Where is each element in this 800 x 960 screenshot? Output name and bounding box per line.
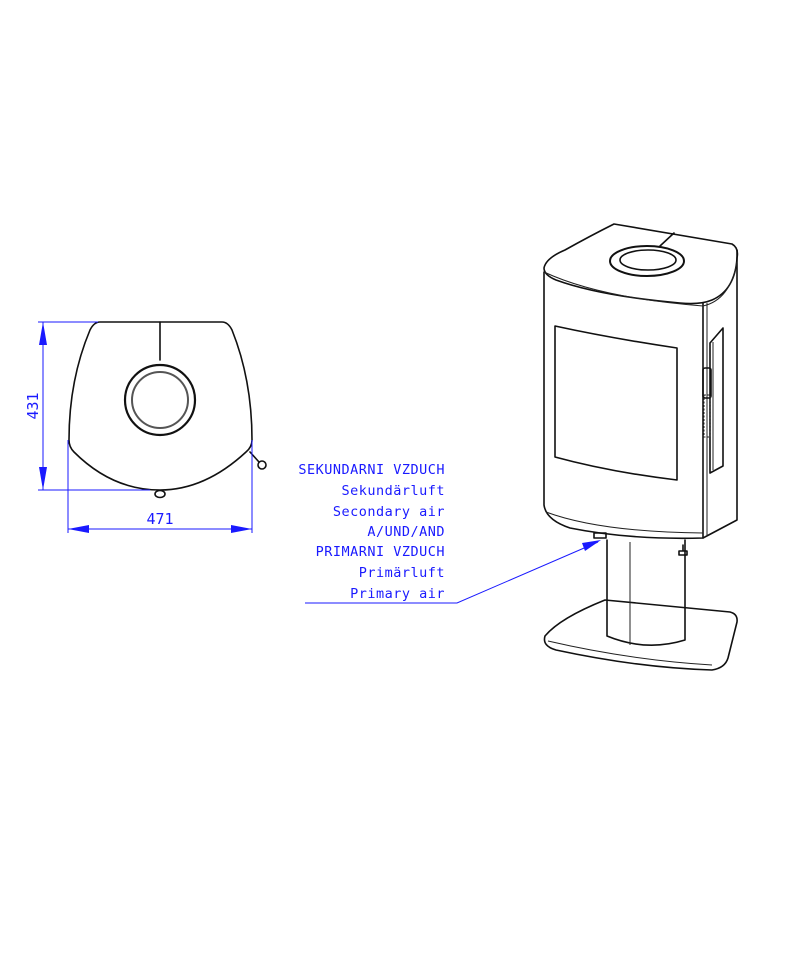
label-line: SEKUNDARNI VZDUCH — [298, 462, 445, 478]
flue-collar-inner — [131, 371, 189, 429]
label-line: PRIMARNI VZDUCH — [316, 544, 445, 560]
leader-line — [305, 541, 599, 604]
stove-body — [543, 249, 738, 540]
arrow-right-icon — [231, 525, 252, 533]
label-line: Secondary air — [333, 504, 445, 520]
arrow-left-icon — [68, 525, 89, 533]
plan-bottom-knob — [154, 489, 166, 499]
door-glass — [554, 325, 678, 481]
stove-top — [543, 223, 739, 305]
side-window — [709, 327, 724, 474]
leader-arrow-icon — [582, 540, 601, 551]
air-control-lever — [593, 532, 607, 539]
flue-collar-outer — [123, 363, 197, 437]
width-value: 471 — [146, 510, 173, 528]
dimension-width: 471 — [67, 440, 253, 533]
label-line: Primärluft — [359, 565, 445, 581]
air-labels: SEKUNDARNI VZDUCH Sekundärluft Secondary… — [298, 462, 601, 604]
door-handle — [702, 367, 712, 399]
label-line: Sekundärluft — [341, 483, 445, 499]
plan-side-lever — [249, 451, 260, 463]
flue-collar-inner — [619, 249, 677, 271]
arrow-down-icon — [39, 467, 47, 490]
top-seam — [659, 232, 675, 247]
depth-value: 431 — [24, 392, 42, 419]
flue-collar-outer — [609, 245, 685, 277]
arrow-up-icon — [39, 322, 47, 345]
plan-view — [68, 321, 267, 499]
pedestal-column — [606, 539, 686, 646]
dimension-depth: 431 — [24, 321, 150, 491]
base-plate — [543, 599, 738, 671]
label-line: Primary air — [350, 586, 445, 602]
rear-knob — [678, 544, 688, 556]
plan-side-lever-knob — [257, 460, 267, 470]
label-line: A/UND/AND — [367, 524, 445, 540]
handle-grip — [703, 394, 711, 438]
stove-isometric — [543, 223, 739, 671]
